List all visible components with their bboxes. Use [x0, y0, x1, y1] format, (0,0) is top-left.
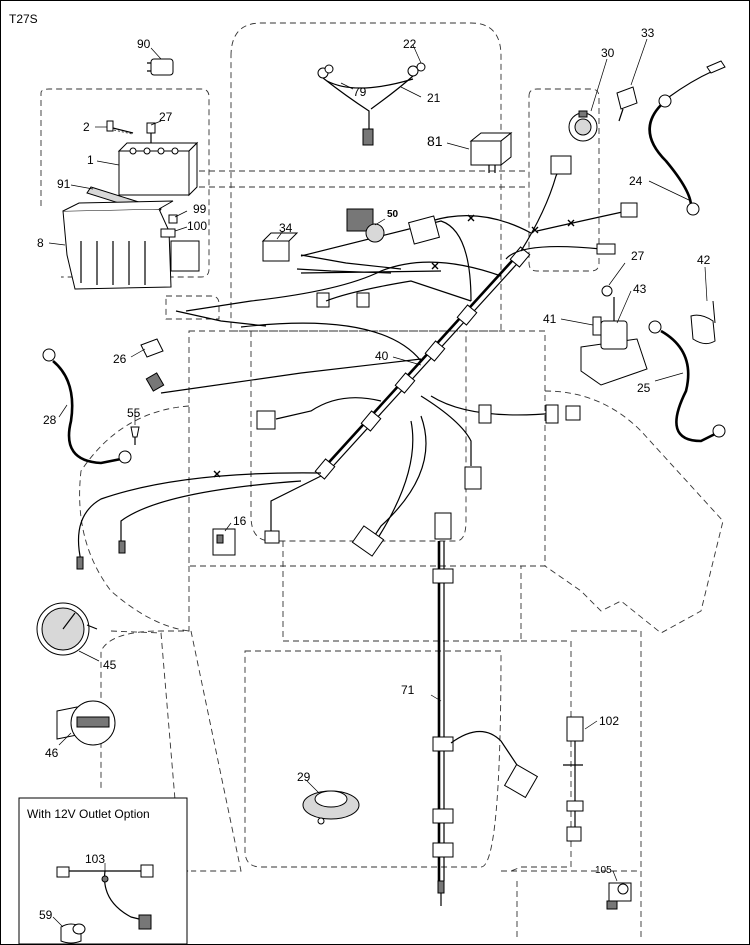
callout-29: 29 [297, 770, 311, 784]
part-16-connector [212, 528, 236, 556]
callout-27-solenoid: 27 [631, 249, 645, 263]
callout-79: 79 [353, 85, 367, 99]
part-27-nut-right [601, 285, 613, 297]
callout-2: 2 [83, 120, 90, 134]
part-102-switch [563, 716, 584, 842]
callout-28: 28 [43, 413, 57, 427]
part-1-battery [117, 141, 199, 197]
part-24-cable [648, 60, 726, 216]
wire-cut-marks [213, 214, 575, 478]
callout-24: 24 [629, 174, 643, 188]
part-27-nut-top [146, 122, 156, 143]
connector-left [145, 372, 165, 392]
callout-55: 55 [127, 406, 141, 420]
inset-12v-outlet-option [18, 797, 188, 944]
ends-left [76, 540, 126, 570]
callout-41: 41 [543, 312, 557, 326]
callout-leaders [48, 38, 708, 928]
part-8-battery-tray [62, 200, 200, 290]
callout-21: 21 [427, 91, 441, 105]
part-99-100-bolts [160, 214, 178, 238]
callout-30: 30 [601, 46, 615, 60]
callout-26: 26 [113, 352, 127, 366]
callout-8: 8 [37, 236, 44, 250]
part-2-bolt [106, 120, 134, 135]
callout-42: 42 [697, 253, 711, 267]
diagram-model-code: T27S [9, 12, 38, 26]
main-harness-40 [77, 155, 638, 562]
part-42-boot [690, 300, 716, 345]
callout-103: 103 [85, 852, 105, 866]
callout-27-battery: 27 [159, 110, 173, 124]
callout-22: 22 [403, 37, 417, 51]
callout-43: 43 [633, 282, 647, 296]
callout-33: 33 [641, 26, 655, 40]
part-22-79-21-lamp-harness [317, 62, 426, 146]
part-90-clip [147, 58, 174, 76]
part-28-cable [42, 348, 132, 465]
part-45-gauge [36, 602, 98, 656]
part-33-key [616, 86, 638, 122]
callout-91: 91 [57, 177, 71, 191]
part-43-solenoid [580, 297, 648, 386]
part-81-relay [469, 131, 513, 173]
callout-40: 40 [375, 349, 389, 363]
callout-90: 90 [137, 37, 151, 51]
part-55-screw [130, 426, 140, 445]
tractor-outline [40, 22, 724, 941]
callout-25: 25 [637, 381, 651, 395]
callout-100: 100 [187, 219, 207, 233]
callout-71: 71 [401, 683, 415, 697]
callout-50: 50 [387, 209, 399, 220]
part-25-cable [648, 320, 726, 443]
harness-71 [432, 512, 539, 906]
callout-81: 81 [427, 133, 443, 149]
callout-45: 45 [103, 658, 117, 672]
part-26-tag [140, 338, 164, 358]
part-50-switch [346, 208, 385, 243]
callout-16: 16 [233, 514, 247, 528]
part-105-switch [606, 882, 632, 910]
inset-title: With 12V Outlet Option [27, 807, 150, 821]
callout-59: 59 [39, 908, 53, 922]
part-41-bolt [592, 316, 602, 336]
callout-99: 99 [193, 202, 207, 216]
callout-102: 102 [599, 714, 619, 728]
part-46-hour-meter [56, 700, 116, 746]
callout-46: 46 [45, 746, 59, 760]
callout-105: 105 [595, 865, 612, 876]
part-30-ignition-switch [568, 110, 598, 142]
part-29-plug [302, 790, 360, 825]
callout-34: 34 [279, 221, 293, 235]
part-34-switch [261, 232, 402, 274]
callout-labels: 90 22 79 21 81 30 33 27 2 1 91 99 100 8 … [37, 26, 711, 922]
callout-1: 1 [87, 153, 94, 167]
